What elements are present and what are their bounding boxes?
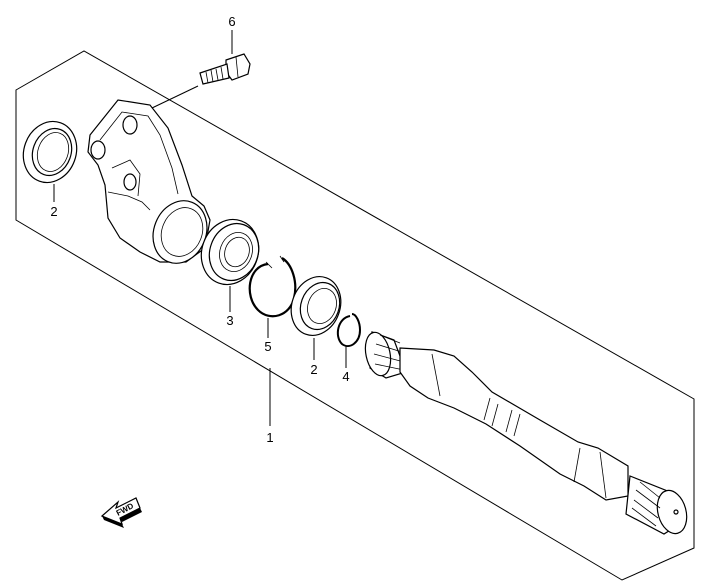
bolt-axis-line [151, 85, 199, 109]
callout-seal-right: 2 [310, 362, 317, 377]
shaft-part [364, 331, 688, 535]
bolt-part [199, 53, 251, 85]
callout-shaft: 1 [266, 430, 273, 445]
housing-bracket-part [87, 99, 211, 264]
assembly-outline [15, 50, 695, 581]
callout-circlip: 5 [264, 339, 271, 354]
seal-right-part [290, 276, 342, 336]
circlip-part [248, 255, 297, 318]
callout-seal-left: 2 [50, 204, 57, 219]
snap-ring-part [336, 313, 362, 348]
callout-snap-ring: 4 [342, 369, 349, 384]
bearing-part [200, 218, 260, 286]
callout-bearing: 3 [226, 313, 233, 328]
fwd-arrow-icon: FWD [100, 497, 142, 528]
callout-bolt: 6 [228, 14, 235, 29]
seal-left-part [22, 120, 78, 184]
